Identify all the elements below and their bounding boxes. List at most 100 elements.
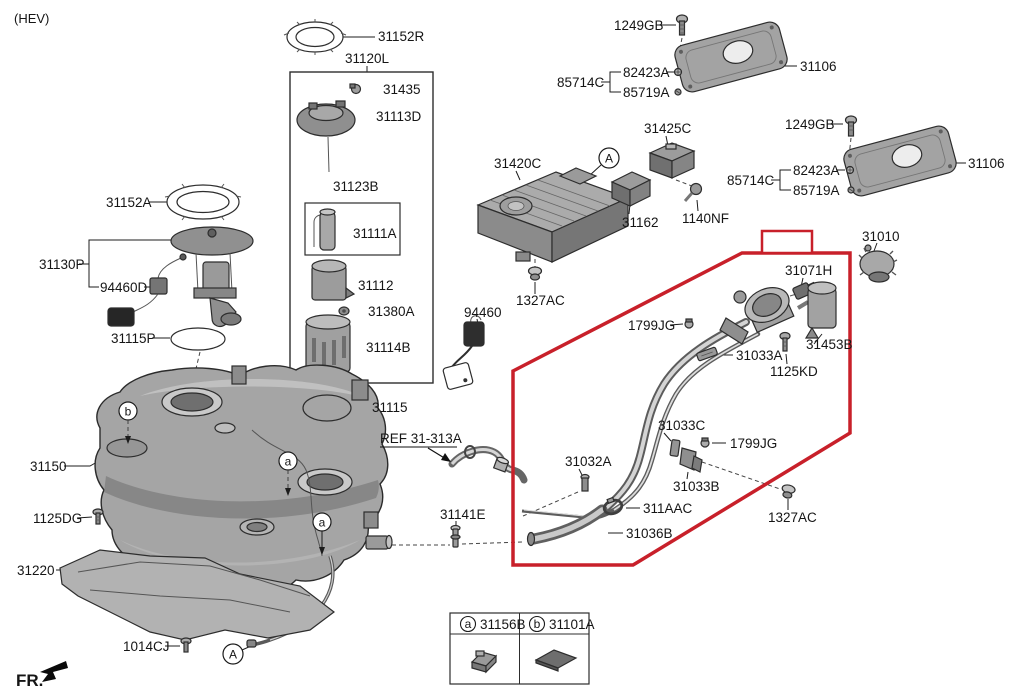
callout-31106-2[interactable]: 31106 [968,156,1005,171]
callout-31380A[interactable]: 31380A [368,304,415,319]
legend-part-a[interactable]: 31156B [480,617,526,632]
callout-31111A[interactable]: 31111A [353,226,397,241]
highlight-region-31030 [511,229,852,567]
grommet-31380A [338,306,350,316]
callout-94460D[interactable]: 94460D [100,280,148,295]
callout-1014CJ[interactable]: 1014CJ [123,639,170,654]
canister-31453B [796,281,837,339]
callout-1249GB-2[interactable]: 1249GB [785,117,835,132]
callout-1249GB-1[interactable]: 1249GB [614,18,664,33]
screw-85719A-1 [674,88,682,96]
callout-31150[interactable]: 31150 [30,459,67,474]
legend-table: a 31156B b 31101A [449,612,595,685]
callout-31106-1[interactable]: 31106 [800,59,837,74]
filler-pipe-assembly-31030 [521,287,807,522]
callout-1327AC-2[interactable]: 1327AC [768,510,817,525]
o-ring-31115P [170,327,226,351]
relay-31162 [610,171,652,207]
callout-31162[interactable]: 31162 [622,215,659,230]
legend-part-b[interactable]: 31101A [549,617,595,632]
service-cover-31106-1 [674,21,788,93]
callout-31071H[interactable]: 31071H [785,263,832,278]
grommet-1327AC-1 [527,266,543,281]
callout-31130P[interactable]: 31130P [39,257,85,272]
o-ring-31115 [302,394,352,422]
callout-31033A[interactable]: 31033A [736,348,783,363]
ref-hose-31-313A [380,445,528,484]
callout-31420C[interactable]: 31420C [494,156,542,171]
front-direction-label: FR. [16,671,43,690]
legend-marker-b: b [534,617,541,631]
callout-85714C-2[interactable]: 85714C [727,173,775,188]
sleeve-31114B [305,314,351,373]
fuel-filter-31111A [313,208,336,251]
bracket-31033B [679,447,703,473]
callout-31115[interactable]: 31115 [372,400,408,415]
screw-82423A-1 [673,67,683,77]
bolt-1125DG [92,508,104,525]
callout-31033B[interactable]: 31033B [673,479,720,494]
callout-31123B[interactable]: 31123B [333,179,379,194]
callout-31141E[interactable]: 31141E [440,507,486,522]
legend-icon-31101A [534,649,578,672]
callout-85719A-1[interactable]: 85719A [623,85,670,100]
callout-1125KD[interactable]: 1125KD [770,364,818,379]
controller-31420C [476,167,630,263]
bolt-1140NF [683,182,703,202]
callout-31113D[interactable]: 31113D [376,109,422,124]
callout-31115P[interactable]: 31115P [111,331,156,346]
callout-31114B[interactable]: 31114B [366,340,411,355]
grommet-1327AC-2 [781,484,796,499]
legend-marker-a: a [465,617,472,631]
callout-1327AC-1[interactable]: 1327AC [516,293,565,308]
marker-A-bottom-label: A [229,648,237,662]
marker-A-top-label: A [605,152,613,166]
callout-31120L[interactable]: 31120L [345,51,390,66]
marker-A-controller: A [598,147,620,169]
callout-31435[interactable]: 31435 [383,82,421,97]
callout-31010[interactable]: 31010 [862,229,900,244]
callout-1799JG-2[interactable]: 1799JG [730,436,777,451]
callout-85714C-1[interactable]: 85714C [557,75,605,90]
callout-31036B[interactable]: 31036B [626,526,673,541]
callout-94460[interactable]: 94460 [464,305,502,320]
callout-labels: (HEV) 31152R 31120L 31435 31113D 31123B … [14,11,1005,690]
callout-31112[interactable]: 31112 [358,278,394,293]
pump-head-31113D [296,100,356,173]
callout-ref-31-313A[interactable]: REF 31-313A [380,431,462,446]
callout-31152A[interactable]: 31152A [106,195,152,210]
bolt-1125KD [779,331,791,352]
marker-a1-label: a [285,455,292,469]
callout-1125DG[interactable]: 1125DG [33,511,82,526]
callout-31033C[interactable]: 31033C [658,418,706,433]
callout-82423A-1[interactable]: 82423A [623,65,670,80]
callout-31220[interactable]: 31220 [17,563,55,578]
clip-1799JG-1 [684,318,694,329]
callout-1140NF[interactable]: 1140NF [682,211,729,226]
reservoir-31112 [311,259,356,301]
marker-A-tank-tube: A [222,643,244,665]
callout-31032A[interactable]: 31032A [565,454,612,469]
holder-31033C [669,439,681,457]
front-direction-arrow [40,661,68,682]
callout-85719A-2[interactable]: 85719A [793,183,840,198]
stud-31141E [450,524,461,548]
lock-ring-31152R [283,19,347,55]
callout-31453B[interactable]: 31453B [806,337,853,352]
marker-a-tank-2: a [312,512,332,555]
callout-31152R[interactable]: 31152R [378,29,425,44]
bolt-1249GB-2 [844,115,858,137]
clamp-311AAC [602,496,624,516]
service-cover-31106-2 [843,125,957,197]
clip-1799JG-2 [700,437,710,448]
callout-31425C[interactable]: 31425C [644,121,692,136]
screw-82423A-2 [845,165,855,175]
callout-82423A-2[interactable]: 82423A [793,163,840,178]
fuel-sensor-94460 [442,315,485,390]
valve-31435 [349,83,362,95]
callout-311AAC[interactable]: 311AAC [643,501,693,516]
callout-1799JG-1[interactable]: 1799JG [628,318,675,333]
fuel-cap-31010 [858,244,898,283]
